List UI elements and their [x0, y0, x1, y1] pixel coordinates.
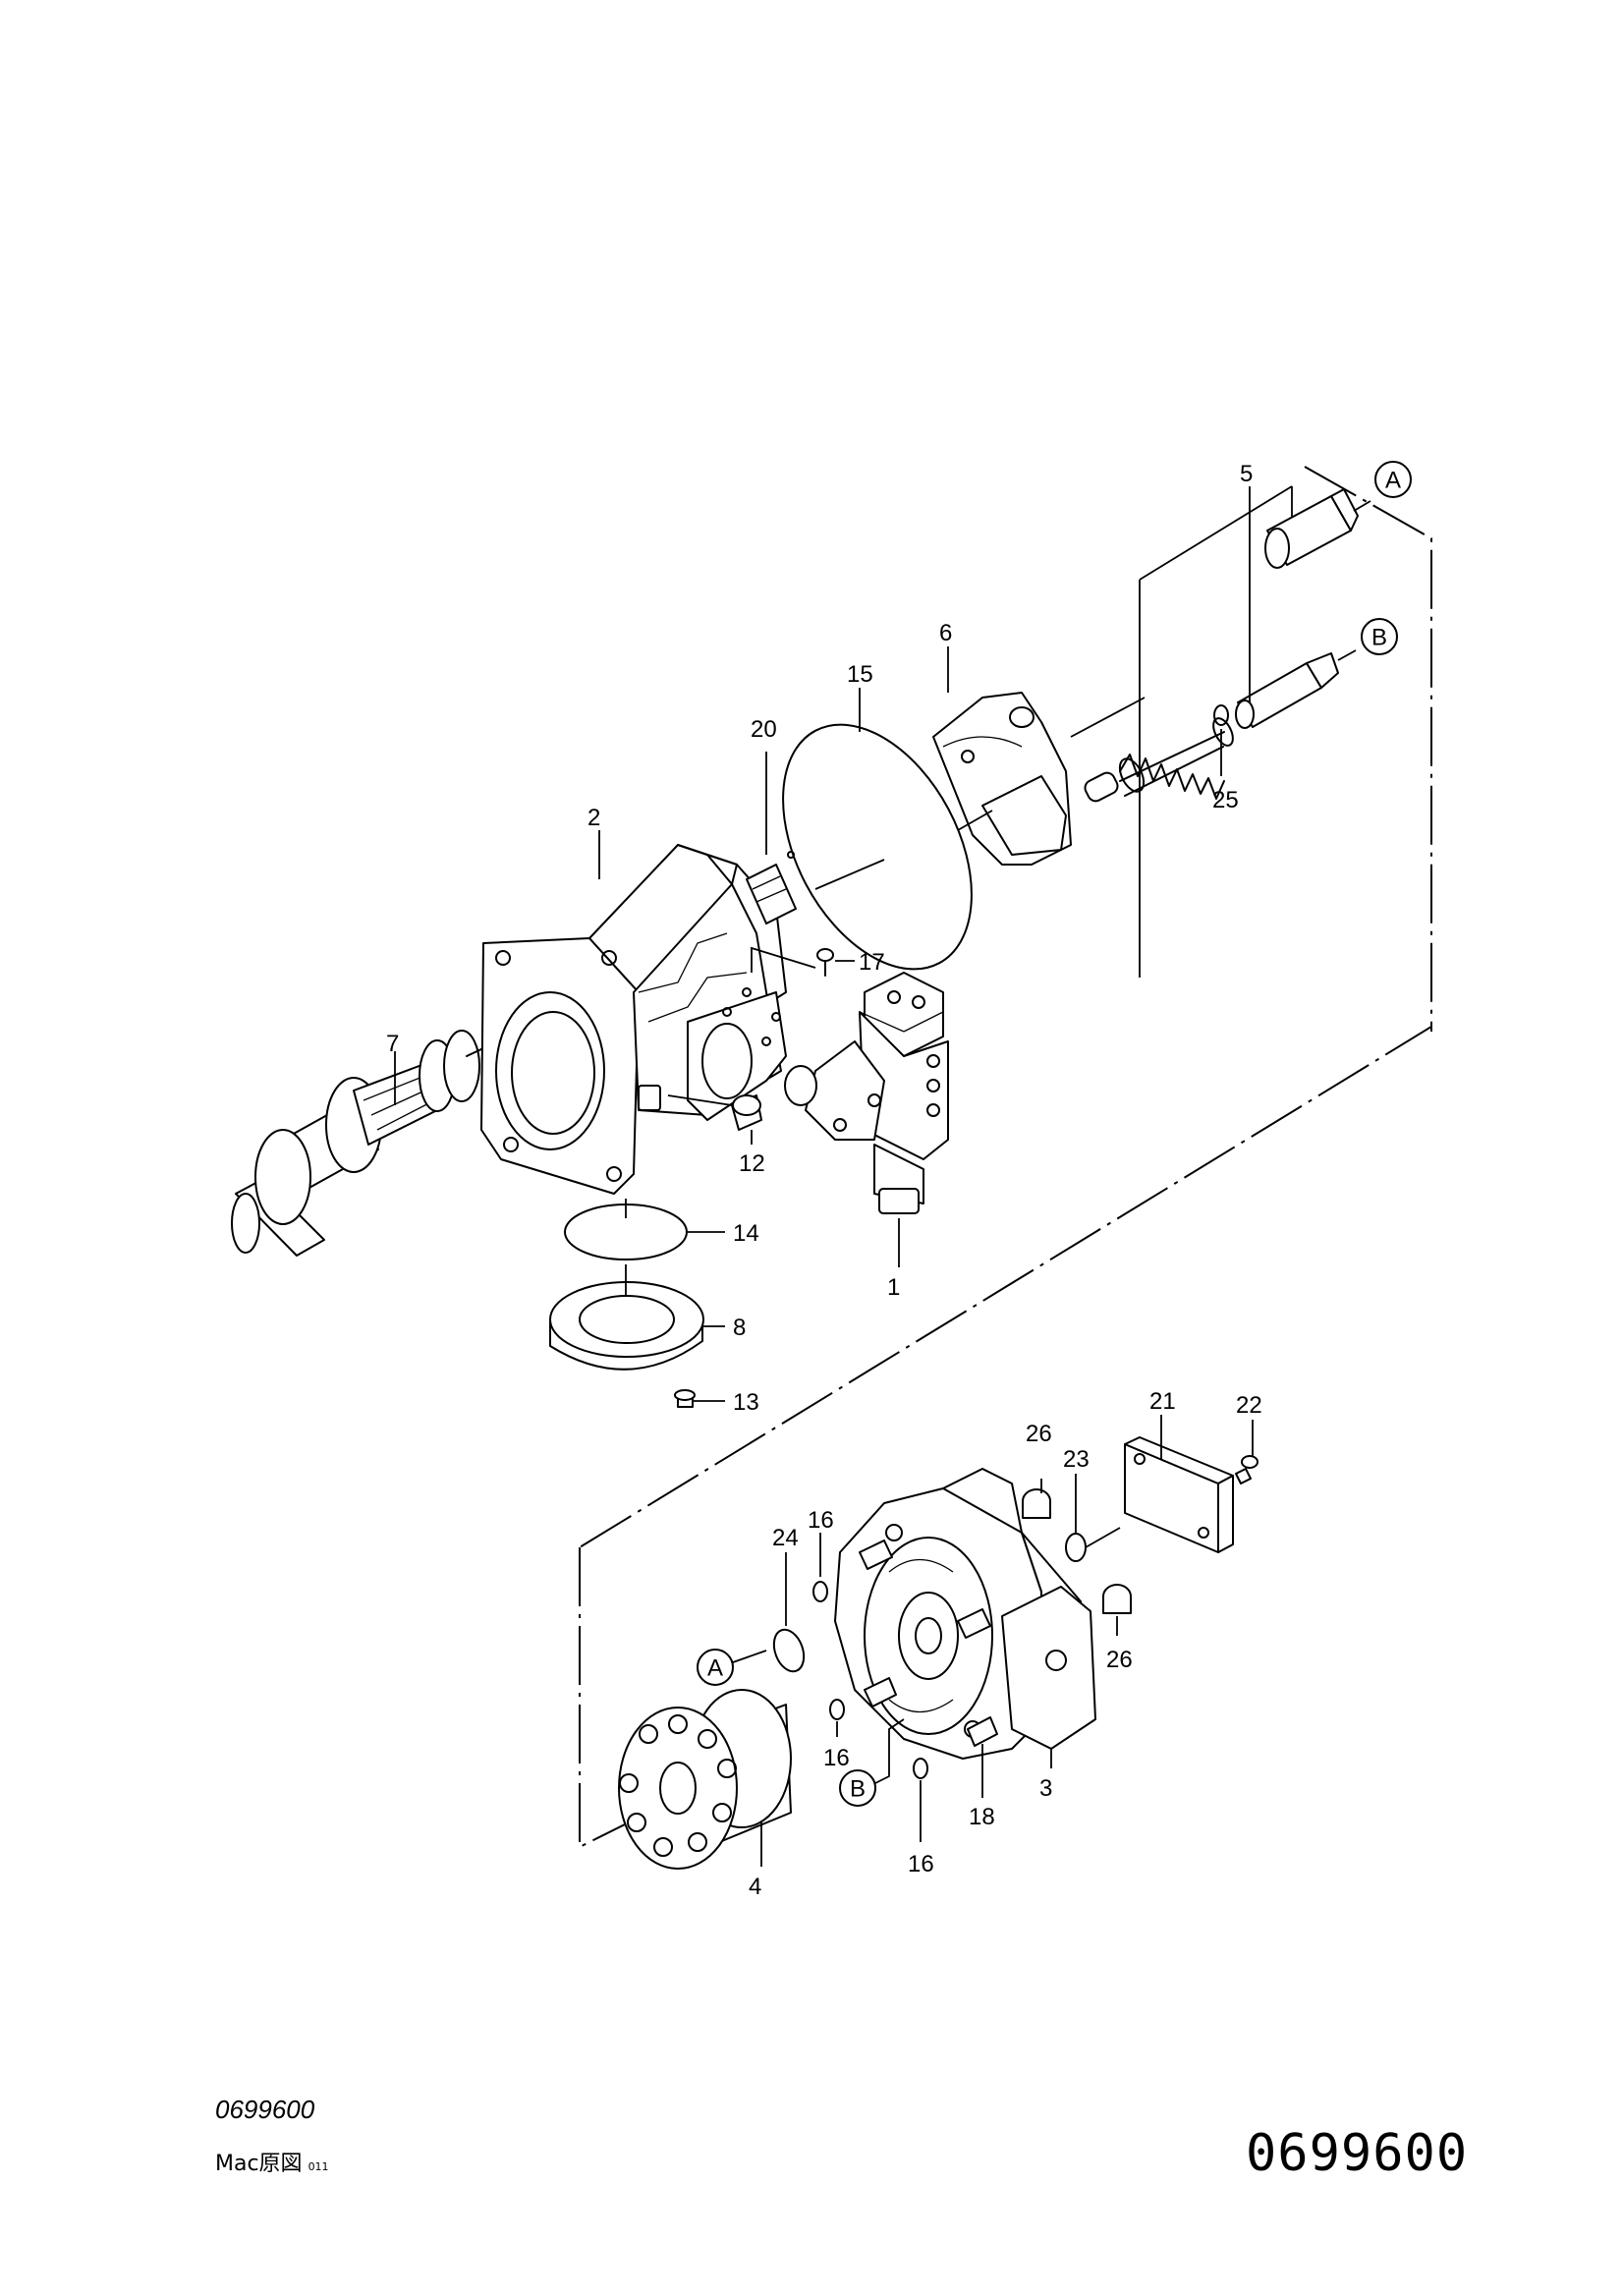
callout-3: 3	[1039, 1775, 1052, 1802]
ref-b-bottom-circle	[839, 1769, 876, 1807]
spring-and-piston-assembly	[1070, 485, 1357, 978]
part-17-screw	[751, 946, 855, 977]
part-21-cover-plate	[1124, 1415, 1234, 1553]
ref-a-bottom: A	[707, 1655, 723, 1682]
callout-25: 25	[1212, 787, 1239, 813]
callout-16-b: 16	[823, 1745, 850, 1771]
part-16-o-rings	[812, 1533, 928, 1842]
part-20-plate	[746, 752, 797, 924]
part-8-bearing-ring	[549, 1264, 725, 1371]
ref-a-top-circle	[1374, 461, 1412, 498]
assembly-frame-left	[579, 1547, 630, 1849]
callout-17: 17	[859, 949, 885, 976]
callout-15: 15	[847, 661, 873, 688]
callout-14: 14	[733, 1220, 759, 1247]
part-23-o-ring	[1065, 1474, 1121, 1562]
part-26-plugs	[1022, 1479, 1132, 1636]
callout-16-c: 16	[908, 1851, 934, 1877]
footer-source-small: 011	[308, 2160, 329, 2173]
callout-20: 20	[751, 716, 777, 743]
part-7-shaft	[231, 1016, 551, 1257]
part-2-housing	[480, 830, 787, 1195]
part-1-regulator	[784, 972, 949, 1267]
footer-source-text: Mac原図	[215, 2152, 303, 2176]
callout-21: 21	[1149, 1388, 1176, 1415]
callout-4: 4	[749, 1874, 761, 1900]
part-13-screw	[674, 1389, 725, 1408]
callout-23: 23	[1063, 1446, 1090, 1473]
ref-b-top: B	[1371, 625, 1387, 651]
callout-22: 22	[1236, 1392, 1262, 1419]
callout-6: 6	[939, 620, 952, 646]
callout-12: 12	[739, 1150, 765, 1177]
part-3-end-cover	[834, 1468, 1096, 1768]
callout-26-b: 26	[1106, 1647, 1133, 1673]
callout-8: 8	[733, 1315, 746, 1341]
callout-13: 13	[733, 1389, 759, 1416]
callout-18: 18	[969, 1804, 995, 1830]
callout-2: 2	[587, 805, 600, 831]
part-24-seal	[772, 1552, 806, 1673]
callout-16-a: 16	[808, 1507, 834, 1534]
ref-b-bottom: B	[850, 1776, 866, 1803]
footer-source-note: Mac原図 011	[215, 2146, 329, 2177]
drawing-number: 0699600	[1246, 2124, 1469, 2183]
callout-24: 24	[772, 1525, 799, 1551]
part-15-large-o-ring	[782, 688, 973, 971]
part-14-o-ring	[564, 1199, 725, 1260]
callout-26-a: 26	[1026, 1421, 1052, 1447]
part-5-plug	[1264, 488, 1371, 569]
ref-a-bottom-circle	[697, 1649, 734, 1686]
callout-1: 1	[887, 1274, 900, 1301]
assembly-frame-upper	[579, 466, 1432, 1548]
footer-code: 0699600	[215, 2095, 315, 2124]
part-18-studs	[859, 1540, 998, 1798]
part-12-plug	[667, 1094, 762, 1145]
callout-7: 7	[386, 1031, 399, 1057]
ref-b-top-circle	[1361, 618, 1398, 655]
part-4-cylinder-block	[618, 1689, 792, 1870]
callout-5: 5	[1240, 461, 1253, 487]
part-6-swash-plate	[932, 646, 1072, 866]
part-22-screw	[1235, 1420, 1258, 1484]
ref-a-top: A	[1385, 468, 1401, 494]
